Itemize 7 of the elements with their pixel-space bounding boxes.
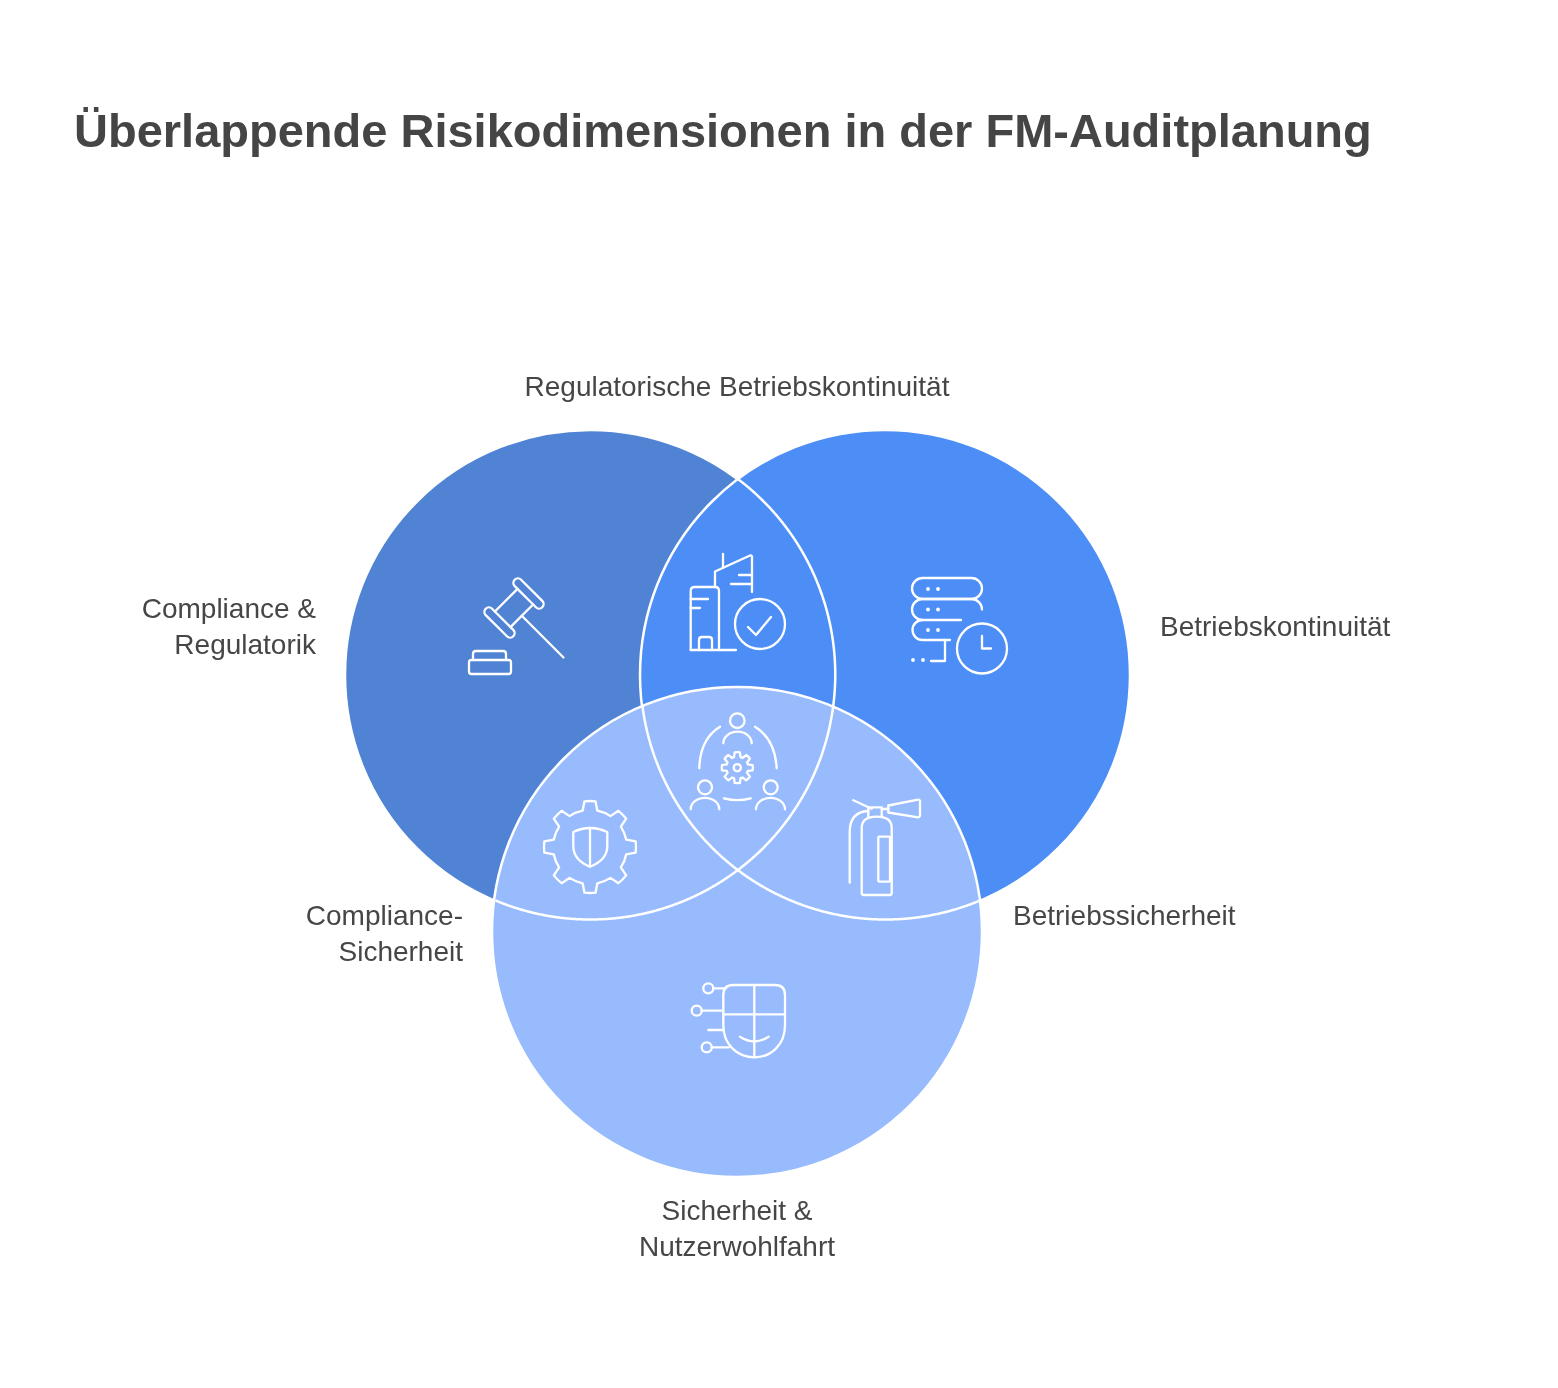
overlap-label: Betriebssicherheit: [1013, 899, 1237, 933]
circle-label: Sicherheit & Nutzerwohlfahrt: [637, 1194, 837, 1264]
circle-label: Betriebskontinuität: [1160, 610, 1392, 644]
circle-label: Compliance & Regulatorik: [140, 592, 316, 662]
diagram-title: Überlappende Risikodimensionen in der FM-Auditplanung: [74, 104, 1372, 158]
overlap-label: Regulatorische Betriebskontinuität: [523, 370, 951, 404]
overlap-label: Compliance-Sicherheit: [304, 899, 463, 969]
